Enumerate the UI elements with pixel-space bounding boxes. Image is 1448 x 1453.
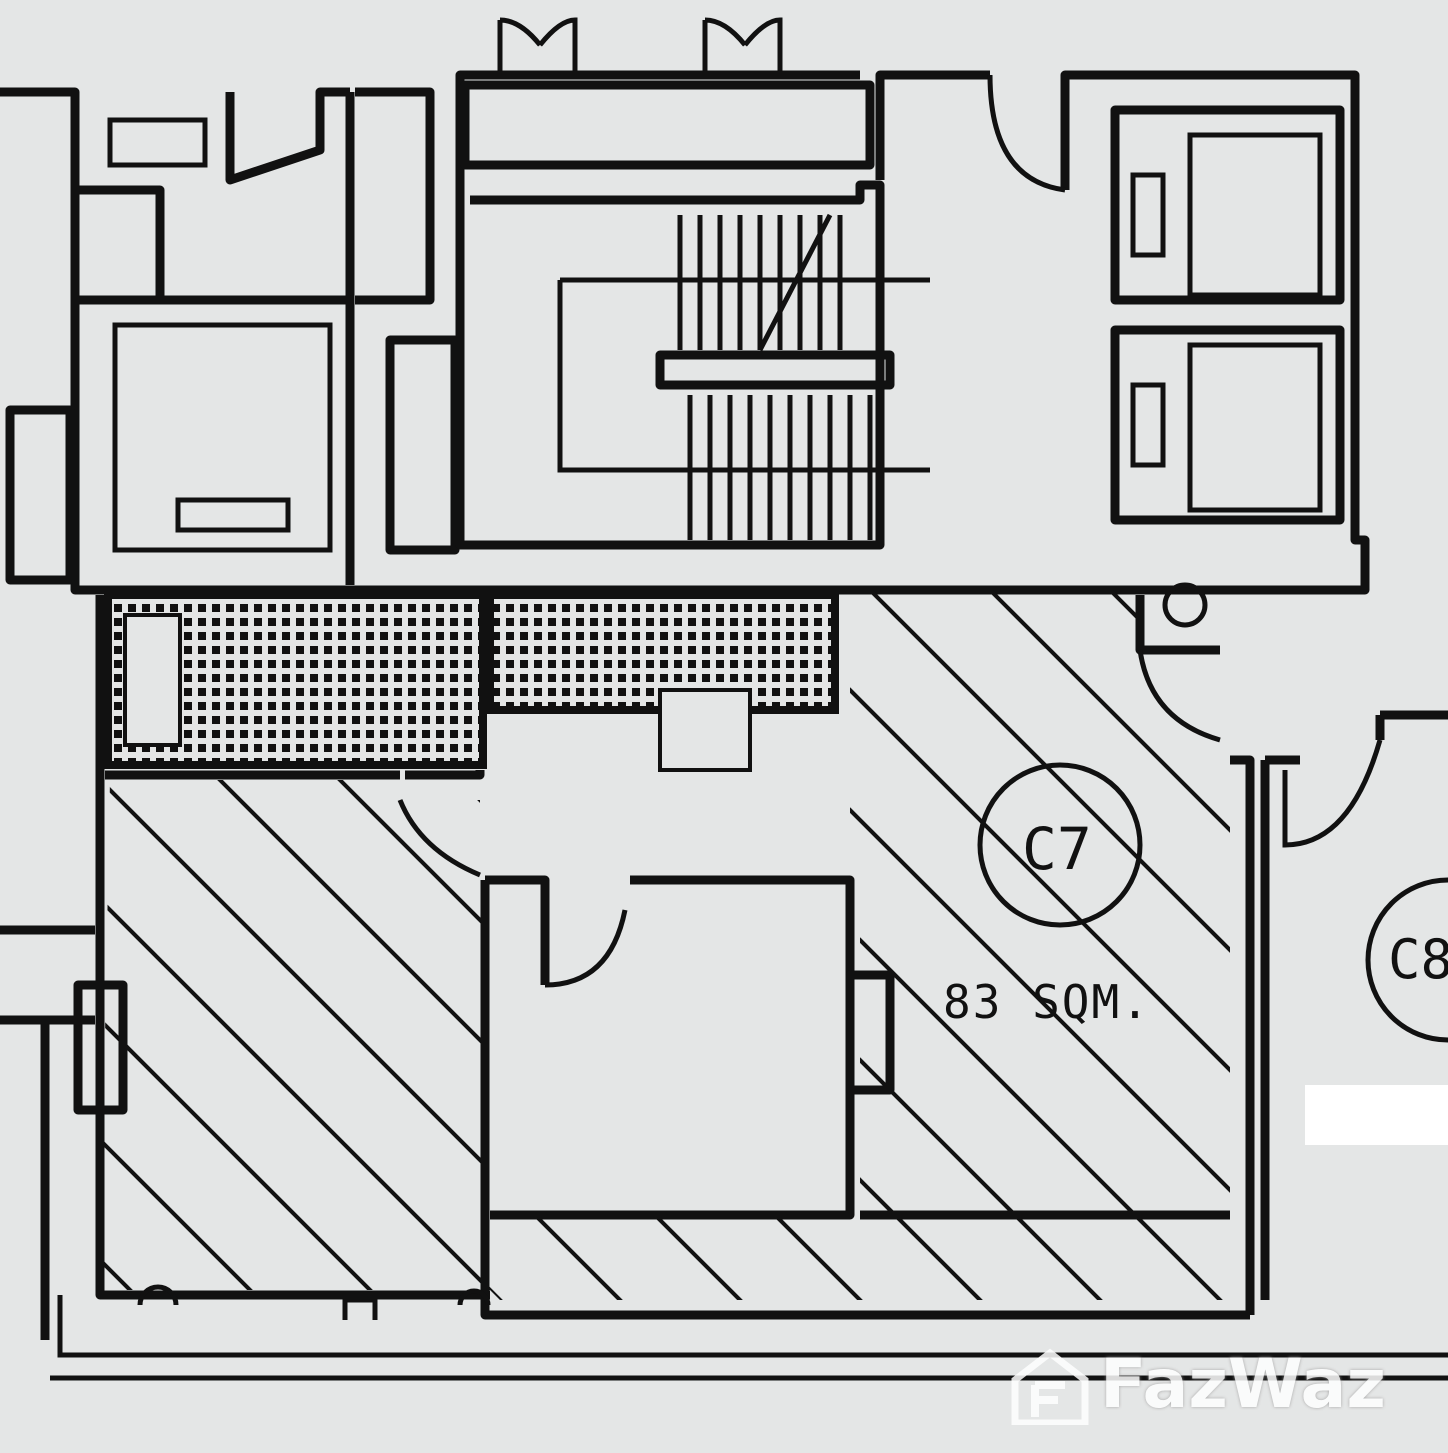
hatch-line (858, 590, 1230, 1300)
hatch-line (100, 590, 522, 1300)
fazwaz-logo-icon (1011, 1348, 1089, 1425)
unit-label-circle (977, 762, 1143, 928)
hatch-line (0, 580, 40, 1320)
neighbor-unit (1260, 710, 1448, 1300)
unit-walls (0, 582, 1448, 1381)
unit-label: C7 (1022, 815, 1092, 883)
hatch-line (100, 590, 282, 1300)
stair-treads (677, 213, 873, 540)
watermark: FazWaz (1010, 1345, 1386, 1425)
hatch-line (738, 590, 1230, 1300)
common-core (0, 17, 1370, 595)
hatch-line (100, 590, 402, 1300)
neighbor-unit-label: C8 (1388, 928, 1448, 991)
hatch-line (978, 590, 1230, 1300)
redaction-box (1305, 1085, 1448, 1145)
watermark-text: FazWaz (1100, 1345, 1386, 1424)
unit-area: 83 SQM. (943, 975, 1151, 1029)
